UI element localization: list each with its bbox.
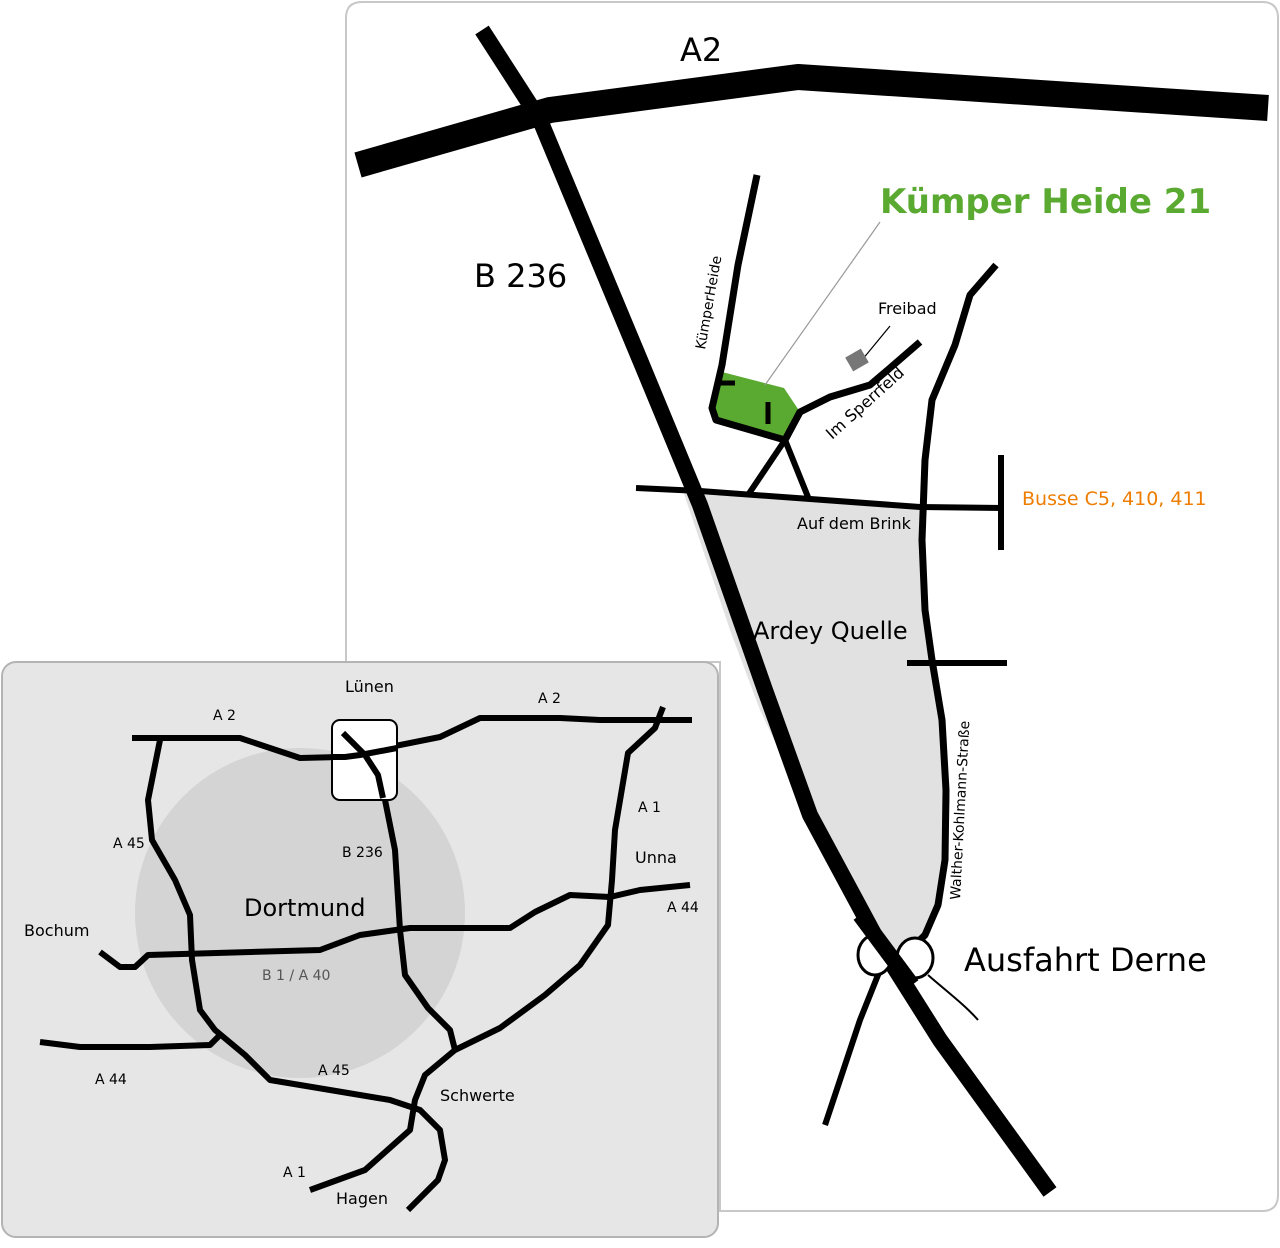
bus-label: Busse C5, 410, 411: [1022, 488, 1207, 510]
ausfahrt-derne-label: Ausfahrt Derne: [964, 941, 1207, 979]
bochum-label: Bochum: [24, 921, 89, 940]
southwest-street: [822, 963, 885, 1126]
ardey-quelle-area: [683, 491, 950, 955]
inset-a1: [308, 705, 666, 1193]
freibad-icon: [845, 348, 869, 372]
connector-right: [782, 438, 811, 499]
dortmund-label: Dortmund: [244, 894, 365, 922]
b236-highway: [475, 25, 1057, 1197]
dortmund-area: [135, 748, 465, 1078]
a2-highway: [354, 64, 1269, 178]
inset-a2-focus: [332, 745, 398, 760]
inset-b1-a40: [98, 882, 691, 970]
destination-label: Kümper Heide 21: [880, 182, 1211, 222]
auf-dem-brink-street: [635, 485, 1004, 511]
inset-a2: [132, 715, 692, 761]
inset-a1-bottom-label: A 1: [283, 1165, 306, 1181]
inset-b236-focus: [340, 730, 386, 799]
inset-a2-left-label: A 2: [213, 708, 236, 724]
auf-dem-brink-label: Auf dem Brink: [797, 514, 912, 533]
inset-a45: [145, 739, 448, 1213]
inset-b236-label: B 236: [342, 845, 383, 861]
freibad-pointer: [861, 325, 891, 361]
connector-left: [745, 438, 788, 497]
inset-a2-right-label: A 2: [538, 691, 561, 707]
hagen-label: Hagen: [336, 1189, 388, 1208]
a2-label: A2: [680, 31, 722, 69]
schwerte-label: Schwerte: [440, 1086, 515, 1105]
inset-a45-bottom-label: A 45: [318, 1063, 350, 1079]
inset-a45-left-label: A 45: [113, 836, 145, 852]
inset-b1-a40-label: B 1 / A 40: [262, 968, 330, 984]
inset-a44-right-label: A 44: [667, 900, 699, 916]
ardey-quelle-label: Ardey Quelle: [753, 617, 908, 645]
destination-pointer: [764, 221, 881, 386]
luenen-label: Lünen: [345, 677, 394, 696]
b236-through-interchange: [853, 910, 919, 990]
inset-a1-right-label: A 1: [638, 800, 661, 816]
walther-kohlmann-street: [902, 262, 999, 958]
b236-label: B 236: [474, 257, 567, 295]
inset-a44-left: [39, 1032, 223, 1050]
interchange-ramp: [927, 974, 979, 1021]
inset-map: Lünen A 2 A 2 A 45 B 236 A 1 Unna A 44 D…: [1, 661, 719, 1238]
freibad-label: Freibad: [878, 299, 937, 318]
inset-a44-left-label: A 44: [95, 1072, 127, 1088]
im-sperrfeld-street: [781, 339, 923, 442]
unna-label: Unna: [635, 848, 677, 867]
